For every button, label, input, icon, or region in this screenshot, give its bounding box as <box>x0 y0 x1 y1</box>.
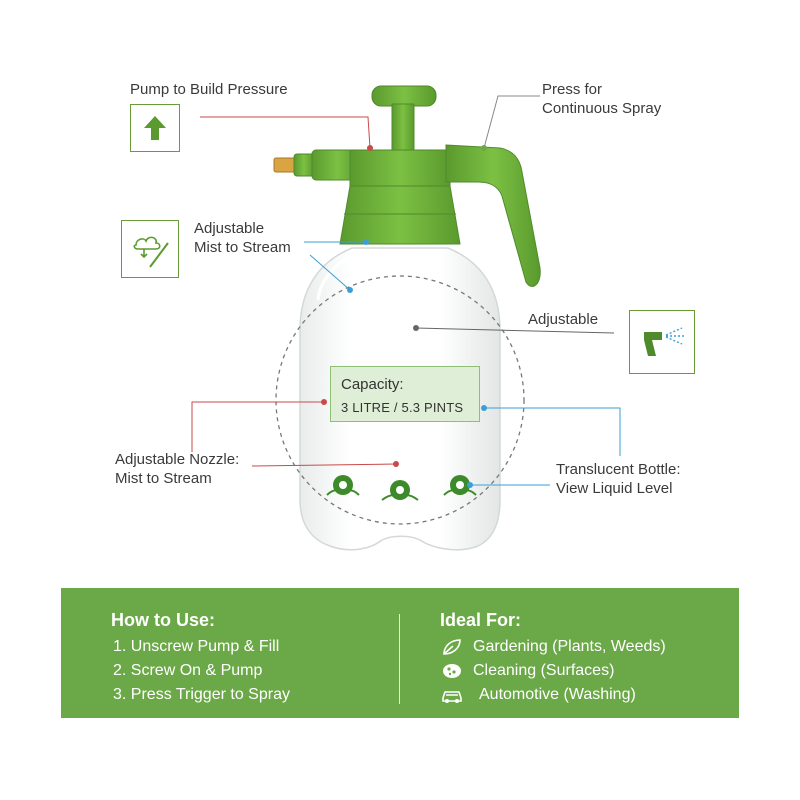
bottle-emblem <box>326 475 360 496</box>
how-to-step: 1. Unscrew Pump & Fill <box>113 638 280 655</box>
callout-mist-line1: Adjustable <box>194 220 265 237</box>
trigger-handle <box>445 144 541 287</box>
mist-to-stream-icon <box>133 236 169 268</box>
callout-translucent: Translucent Bottle: View Liquid Level <box>556 460 681 498</box>
callout-translucent-line1: Translucent Bottle: <box>556 461 681 478</box>
callout-nozzle: Adjustable Nozzle: Mist to Stream <box>115 450 239 488</box>
callout-mist-line2: Mist to Stream <box>194 239 291 256</box>
leader-line-adjustable <box>413 325 615 334</box>
pump-arrow-icon-box <box>130 104 180 152</box>
bottle-cap <box>339 185 461 245</box>
capacity-label: Capacity: 3 LITRE / 5.3 PINTS <box>330 366 480 422</box>
ideal-for-item: Automotive (Washing) <box>479 686 636 703</box>
callout-translucent-line2: View Liquid Level <box>556 480 673 497</box>
info-banner: How to Use: 1. Unscrew Pump & Fill 2. Sc… <box>61 588 739 718</box>
sponge-icon <box>443 664 461 678</box>
car-icon <box>442 691 462 703</box>
pump-knob <box>371 85 437 107</box>
nozzle-collar <box>293 153 315 177</box>
callout-pump: Pump to Build Pressure <box>130 81 288 98</box>
callout-continuous-line2: Continuous Spray <box>542 100 662 117</box>
leader-line-nozzle <box>251 461 399 467</box>
capacity-title: Capacity: <box>341 376 404 393</box>
banner-divider <box>399 614 400 704</box>
callout-adjustable: Adjustable <box>528 311 599 328</box>
spray-nozzle-icon <box>644 327 684 356</box>
mist-icon-box <box>121 220 179 278</box>
callout-nozzle-line2: Mist to Stream <box>115 470 212 487</box>
brass-nozzle-tip <box>273 157 297 173</box>
ideal-for-item: Gardening (Plants, Weeds) <box>473 638 666 655</box>
leader-line-mist <box>304 239 369 293</box>
callout-nozzle-line1: Adjustable Nozzle: <box>115 451 240 468</box>
pump-shaft <box>391 103 415 153</box>
leader-line-continuous <box>481 95 540 151</box>
how-to-use-title: How to Use: <box>111 610 216 630</box>
how-to-step: 3. Press Trigger to Spray <box>113 686 290 703</box>
dashed-ring <box>275 275 525 525</box>
bottle-emblem <box>381 480 419 501</box>
callout-continuous-line1: Press for <box>542 81 603 98</box>
leader-line-pump <box>200 116 373 151</box>
how-to-step: 2. Screw On & Pump <box>113 662 263 679</box>
leader-line-translucent <box>467 405 621 488</box>
leaf-icon <box>443 639 461 655</box>
spray-icon-box <box>629 310 695 374</box>
capacity-value: 3 LITRE / 5.3 PINTS <box>341 400 464 415</box>
leader-line-capacity <box>191 399 327 452</box>
arrow-up-icon <box>144 116 166 140</box>
ideal-for-item: Cleaning (Surfaces) <box>473 662 615 679</box>
pump-head <box>349 149 451 189</box>
callout-mist-top: Adjustable Mist to Stream <box>194 219 291 257</box>
ideal-for-title: Ideal For: <box>440 610 522 630</box>
callout-continuous: Press for Continuous Spray <box>542 80 661 118</box>
bottle-emblem <box>443 475 477 496</box>
